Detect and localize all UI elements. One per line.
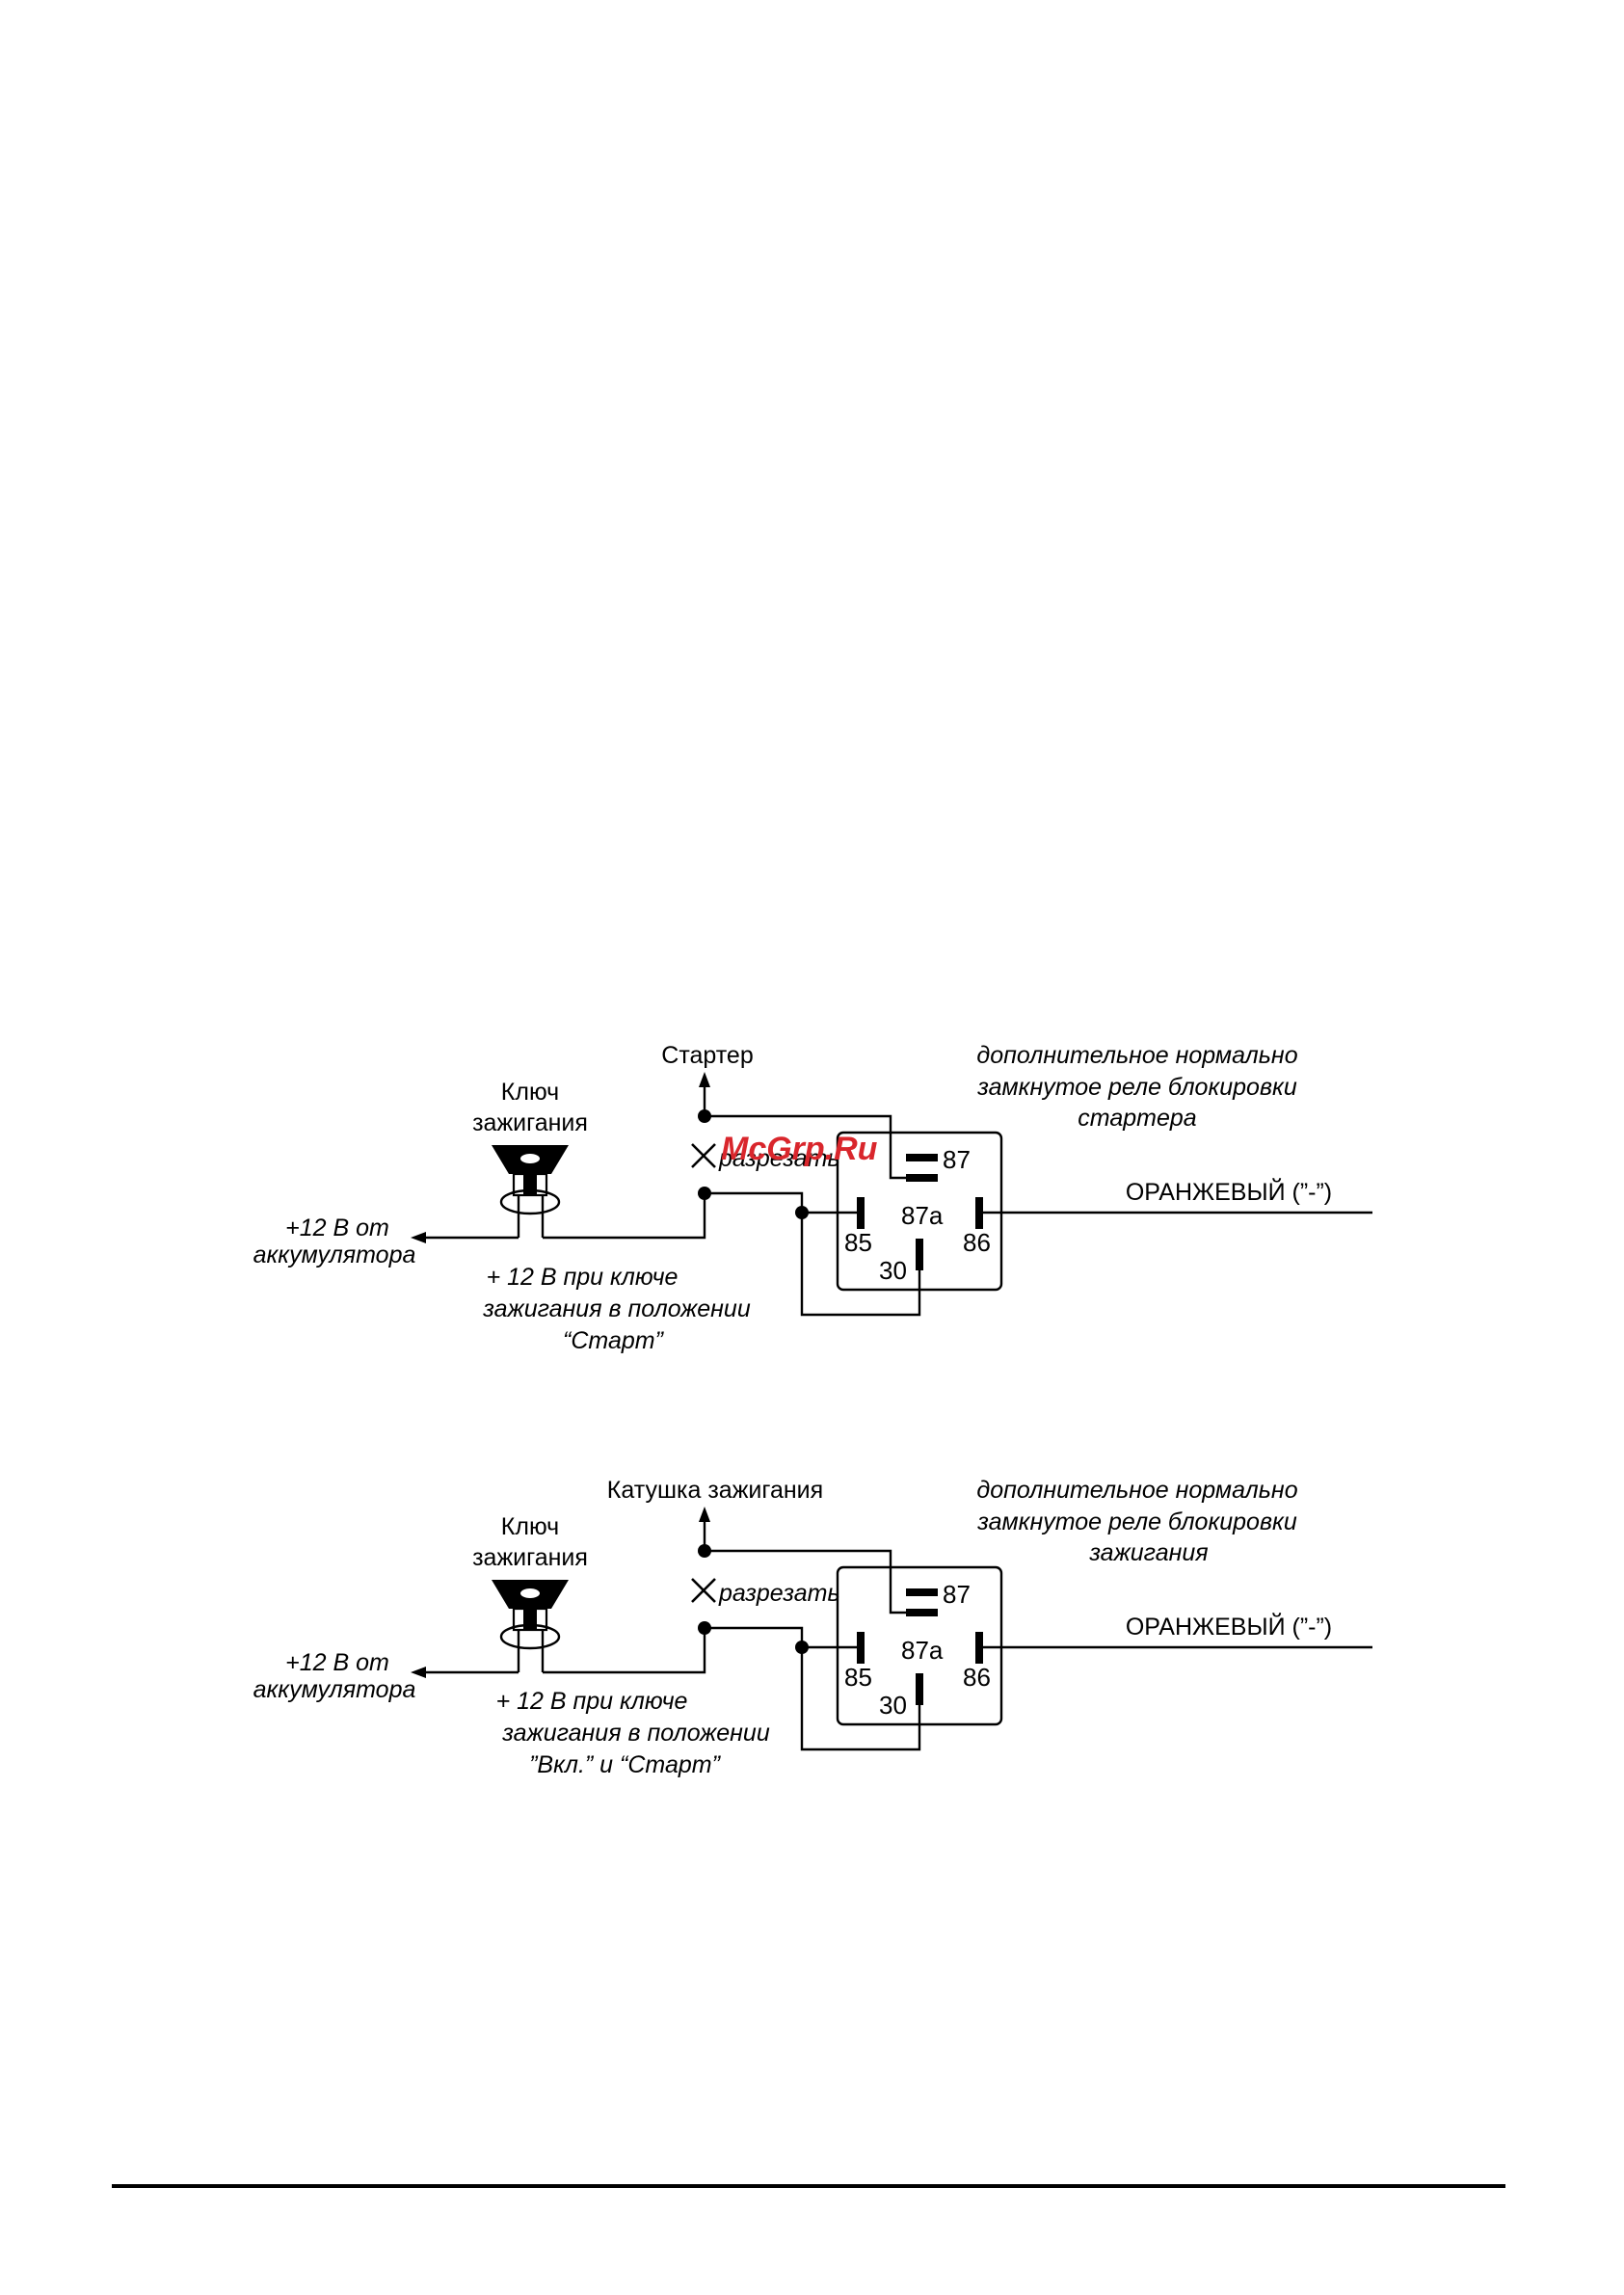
ignition-supply-wire	[543, 1628, 706, 1674]
ignition-key-icon	[492, 1580, 569, 1672]
orange-wire-label: ОРАНЖЕВЫЙ (”-”)	[1126, 1177, 1332, 1206]
pin-87-label: 87	[943, 1580, 971, 1609]
contact-87	[906, 1154, 938, 1161]
relay-description-line-3: зажигания	[1088, 1539, 1208, 1566]
junction-dot	[698, 1187, 711, 1200]
junction-dot	[698, 1544, 711, 1558]
cut-marker-icon	[691, 1578, 716, 1603]
battery-label-line-2: аккумулятора	[253, 1676, 416, 1703]
pin-85-label: 85	[844, 1228, 872, 1257]
supply-to-30-wire	[705, 1626, 921, 1751]
pin-30-label: 30	[879, 1691, 907, 1720]
starter-arrow-icon	[699, 1072, 710, 1087]
pin-30-label: 30	[879, 1256, 907, 1285]
ignition-key-label-line-1: Ключ	[501, 1079, 559, 1106]
ignition-coil-label: Катушка зажигания	[607, 1477, 823, 1504]
ignition-key-label-line-1: Ключ	[501, 1513, 559, 1540]
contact-87a	[906, 1174, 938, 1182]
cut-marker-icon	[691, 1143, 716, 1168]
starter-to-87a-wire	[705, 1114, 906, 1180]
pin-87a-label: 87a	[901, 1636, 944, 1665]
ignition-key-label-line-2: зажигания	[472, 1544, 588, 1571]
supply-label-line-2: зажигания в положении	[482, 1295, 751, 1322]
supply-label-line-2: зажигания в положении	[501, 1720, 770, 1747]
relay-body	[836, 1565, 1003, 1726]
starter-relay-diagram: Стартер дополнительное нормально замкнут…	[253, 1042, 1372, 1354]
supply-label-line-1: + 12 В при ключе	[487, 1264, 679, 1291]
battery-arrow-icon	[411, 1232, 426, 1243]
pin-85-label: 85	[844, 1663, 872, 1692]
junction-dot	[795, 1206, 809, 1219]
contact-86	[975, 1197, 983, 1229]
contact-85	[857, 1197, 865, 1229]
cut-label: разрезать	[718, 1145, 840, 1172]
orange-wire-label: ОРАНЖЕВЫЙ (”-”)	[1126, 1612, 1332, 1641]
junction-dot	[698, 1621, 711, 1635]
cut-label: разрезать	[718, 1580, 840, 1607]
ignition-relay-diagram: Катушка зажигания дополнительное нормаль…	[253, 1477, 1372, 1778]
junction-dot	[698, 1109, 711, 1123]
supply-label-line-1: + 12 В при ключе	[496, 1688, 688, 1715]
relay-description-line-1: дополнительное нормально	[976, 1477, 1297, 1504]
contact-87	[906, 1588, 938, 1596]
coil-arrow-icon	[699, 1507, 710, 1522]
contact-85	[857, 1632, 865, 1664]
ignition-key-icon	[492, 1145, 569, 1238]
pin-86-label: 86	[963, 1663, 991, 1692]
pin-87a-label: 87a	[901, 1201, 944, 1230]
relay-description-line-2: замкнутое реле блокировки	[976, 1074, 1297, 1101]
coil-to-87a-wire	[705, 1549, 906, 1615]
contact-86	[975, 1632, 983, 1664]
battery-arrow-icon	[411, 1667, 426, 1678]
contact-87a	[906, 1609, 938, 1616]
battery-label-line-2: аккумулятора	[253, 1241, 416, 1268]
supply-to-30-wire	[705, 1191, 921, 1317]
contact-30	[916, 1673, 923, 1705]
contact-30	[916, 1239, 923, 1270]
pin-86-label: 86	[963, 1228, 991, 1257]
relay-description-line-3: стартера	[1078, 1105, 1196, 1132]
relay-description-line-2: замкнутое реле блокировки	[976, 1508, 1297, 1535]
battery-label-line-1: +12 В от	[285, 1214, 389, 1241]
relay-body	[836, 1131, 1003, 1292]
pin-87-label: 87	[943, 1145, 971, 1174]
ignition-key-label-line-2: зажигания	[472, 1109, 588, 1136]
supply-label-line-3: ”Вкл.” и “Старт”	[529, 1751, 722, 1778]
ignition-supply-wire	[543, 1193, 706, 1240]
relay-description-line-1: дополнительное нормально	[976, 1042, 1297, 1069]
battery-label-line-1: +12 В от	[285, 1649, 389, 1676]
supply-label-line-3: “Старт”	[563, 1327, 665, 1354]
starter-label: Стартер	[661, 1042, 753, 1069]
junction-dot	[795, 1641, 809, 1654]
watermark-logo: McGrp.Ru	[721, 1131, 878, 1167]
